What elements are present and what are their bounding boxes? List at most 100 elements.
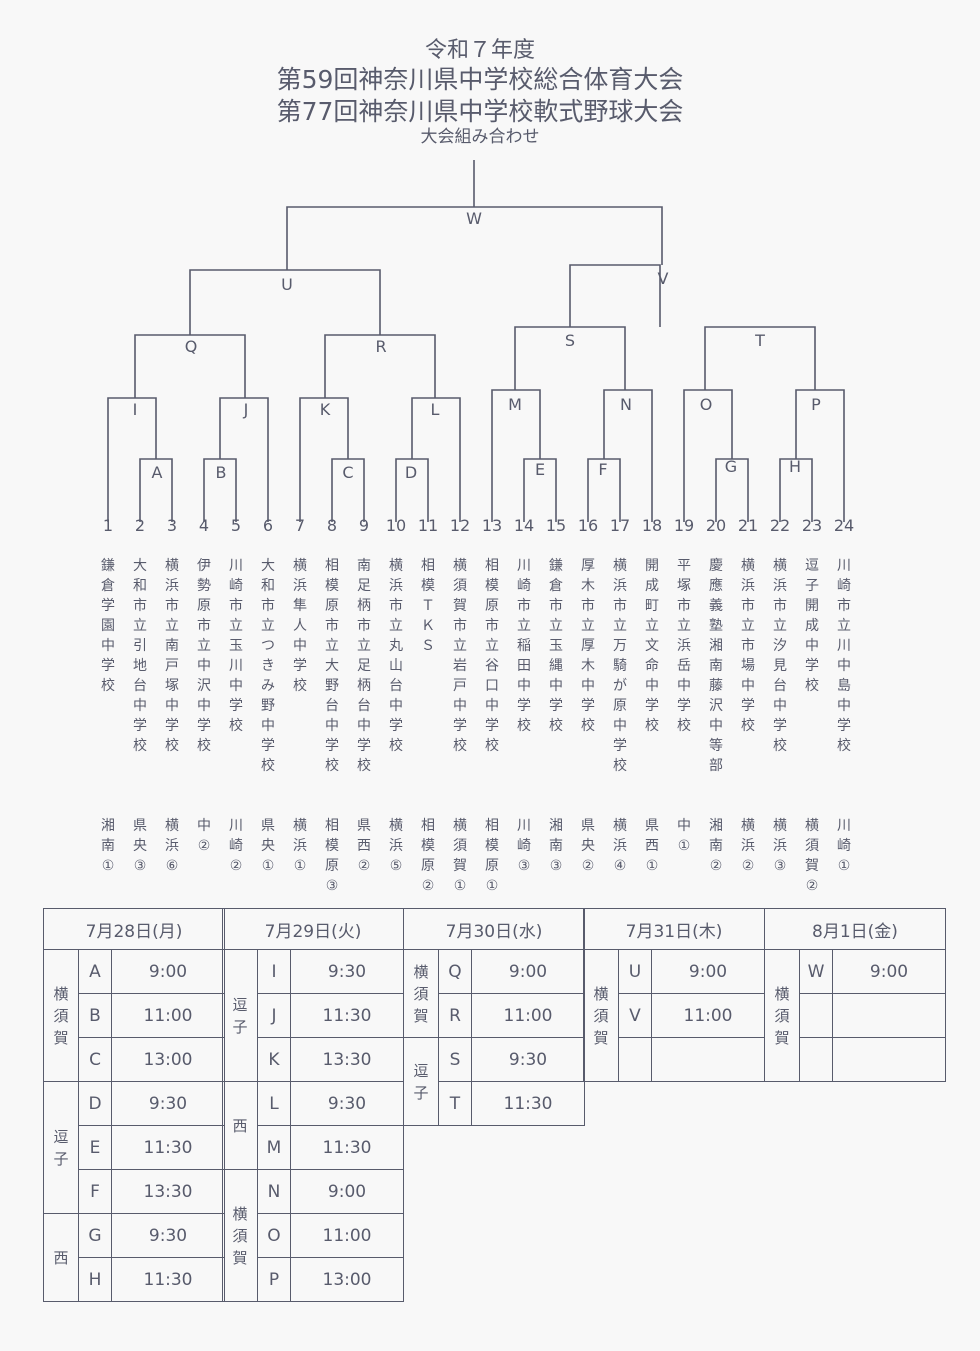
schedule-time: 13:00 [111,1037,225,1082]
match-label-g: G [725,457,737,476]
team-seed: 横浜③ [773,818,787,874]
bracket-line [795,389,845,522]
schedule-time: 13:30 [290,1037,404,1082]
schedule-date: 7月28日(月) [43,908,225,950]
team-number: 19 [673,516,695,535]
bracket-line [411,397,461,522]
team-number: 24 [833,516,855,535]
schedule-match: A [78,949,112,994]
schedule-match [799,1037,833,1082]
schedule-time: 9:30 [290,1081,404,1126]
schedule-venue: 横須賀 [764,949,800,1082]
schedule-time: 9:00 [111,949,225,994]
match-label-h: H [789,457,801,476]
bracket-line [569,264,661,327]
match-label-f: F [598,460,607,479]
team-school: 相模原市立大野台中学校 [325,558,339,774]
team-school: 川崎市立稲田中学校 [517,558,531,734]
team-seed: 湘南③ [549,818,563,874]
team-seed: 相模原③ [325,818,339,894]
match-label-s: S [565,331,575,350]
schedule-venue: 横須賀 [222,1169,258,1302]
team-number: 2 [134,516,146,535]
team-school: 開成町立文命中学校 [645,558,659,734]
schedule-match: F [78,1169,112,1214]
schedule-time: 11:30 [290,1125,404,1170]
schedule-match [799,993,833,1038]
match-label-j: J [243,400,249,419]
schedule-time: 9:00 [651,949,765,994]
schedule-venue: 逗子 [403,1037,439,1126]
match-label-l: L [431,400,440,419]
team-number: 4 [198,516,210,535]
team-seed: 横須賀① [453,818,467,894]
team-number: 18 [641,516,663,535]
schedule-time: 9:30 [290,949,404,994]
team-school: 大和市立引地台中学校 [133,558,147,754]
schedule-date: 7月29日(火) [222,908,404,950]
team-school: 横浜市立丸山台中学校 [389,558,403,754]
team-school: 慶應義塾湘南藤沢中等部 [709,558,723,774]
team-seed: 横浜② [741,818,755,874]
bracket-line [219,397,269,522]
schedule-match: D [78,1081,112,1126]
schedule-match: T [438,1081,472,1126]
team-school: 横須賀市立岩戸中学校 [453,558,467,754]
match-label-p: P [811,395,821,414]
match-label-t: T [754,331,765,350]
team-seed: 横浜⑥ [165,818,179,874]
match-label-u: U [281,275,293,294]
title-year: 令和７年度 [424,38,535,63]
title-bracket: 大会組み合わせ [420,127,540,147]
schedule-match: R [438,993,472,1038]
schedule-match: Q [438,949,472,994]
schedule-match: C [78,1037,112,1082]
schedule-time: 13:30 [111,1169,225,1214]
team-school: 鎌倉市立玉縄中学校 [549,558,563,734]
team-school: 横浜市立汐見台中学校 [773,558,787,754]
schedule-match: G [78,1213,112,1258]
team-school: 逗子開成中学校 [805,558,819,694]
team-school: 相模原市立谷口中学校 [485,558,499,754]
schedule-time: 11:30 [290,993,404,1038]
team-school: 川崎市立玉川中学校 [229,558,243,734]
schedule-time: 11:00 [471,993,585,1038]
match-label-a: A [152,463,163,482]
team-seed: 県央② [581,818,595,874]
schedule-match: O [257,1213,291,1258]
team-seed: 相模原② [421,818,435,894]
schedule-time: 9:00 [471,949,585,994]
team-seed: 中② [197,818,211,854]
schedule-time: 13:00 [290,1257,404,1302]
team-number: 6 [262,516,274,535]
bracket-line [299,397,349,522]
schedule-venue: 横須賀 [43,949,79,1082]
schedule-venue: 横須賀 [583,949,619,1082]
team-seed: 横浜④ [613,818,627,874]
team-school: 大和市立つきみ野中学校 [261,558,275,774]
team-seed: 中① [677,818,691,854]
team-seed: 川崎③ [517,818,531,874]
team-number: 21 [737,516,759,535]
match-label-i: I [133,400,138,419]
schedule-match: V [618,993,652,1038]
match-label-k: K [320,400,331,419]
team-number: 14 [513,516,535,535]
schedule-date: 7月30日(水) [403,908,585,950]
schedule-match: I [257,949,291,994]
schedule-time: 11:00 [111,993,225,1038]
team-number: 16 [577,516,599,535]
team-seed: 横浜⑤ [389,818,403,874]
schedule-date: 8月1日(金) [764,908,946,950]
schedule-match: P [257,1257,291,1302]
team-school: 南足柄市立足柄台中学校 [357,558,371,774]
team-seed: 湘南② [709,818,723,874]
schedule-match: W [799,949,833,994]
team-number: 12 [449,516,471,535]
team-school: 横浜市立南戸塚中学校 [165,558,179,754]
